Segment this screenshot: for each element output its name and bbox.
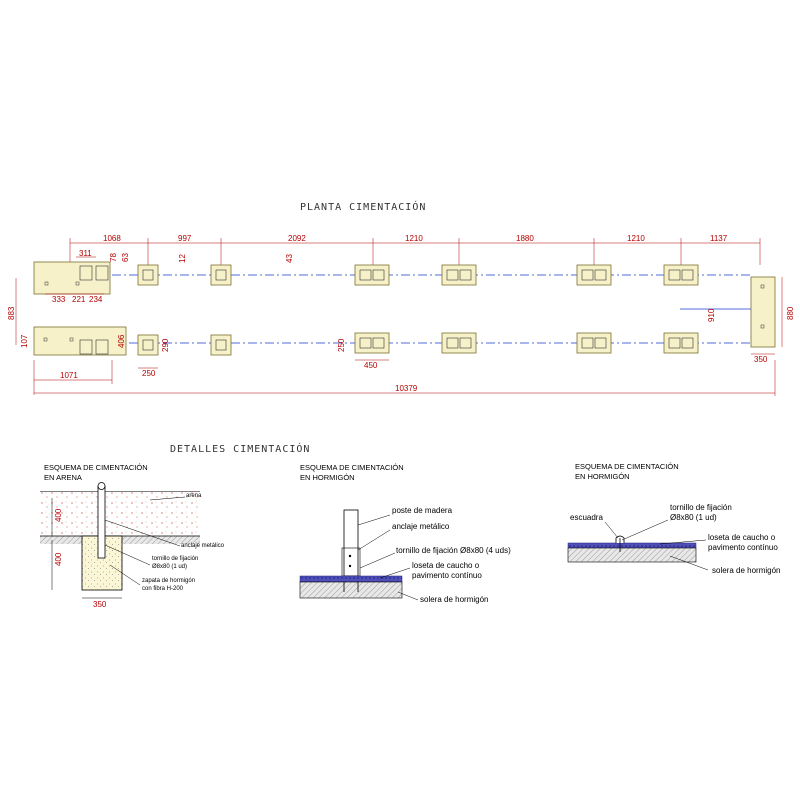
arena-dim-350: 350 bbox=[93, 600, 107, 609]
hormigon1-header-2: EN HORMIGÓN bbox=[300, 473, 355, 482]
dim-406: 406 bbox=[117, 334, 126, 348]
arena-label-zapata-1: zapata de hormigón bbox=[142, 578, 195, 584]
dim-250-b: 250 bbox=[337, 338, 346, 352]
hormigon2-header-1: ESQUEMA DE CIMENTACIÓN bbox=[575, 462, 679, 471]
footing-single-2 bbox=[210, 264, 232, 286]
hormigon2-label-escuadra: escuadra bbox=[570, 513, 603, 522]
dim-350: 350 bbox=[754, 355, 768, 364]
footing-double-1 bbox=[354, 264, 390, 286]
bottom-dimensions: 1071 10379 bbox=[33, 360, 776, 396]
hormigon1-label-loseta-1: loseta de caucho o bbox=[412, 561, 480, 570]
dim-234: 234 bbox=[89, 295, 103, 304]
footing-double-6 bbox=[441, 332, 477, 354]
dim-43: 43 bbox=[285, 254, 294, 263]
arena-label-tornillo-2: Ø8x80 (1 ud) bbox=[152, 564, 187, 570]
footing-double-7 bbox=[576, 332, 612, 354]
hormigon2-label-loseta-2: pavimento contínuo bbox=[708, 543, 778, 552]
footing-double-2 bbox=[441, 264, 477, 286]
arena-label-tornillo-1: tornillo de fijación bbox=[152, 556, 198, 562]
dim-1210-b: 1210 bbox=[627, 234, 645, 243]
hormigon1-label-solera: solera de hormigón bbox=[420, 595, 488, 604]
detail-arena: ESQUEMA DE CIMENTACIÓN EN ARENA 400 400 … bbox=[40, 463, 225, 609]
hormigon2-header-2: EN HORMIGÓN bbox=[575, 472, 630, 481]
dim-880: 880 bbox=[786, 306, 795, 320]
dim-2092: 2092 bbox=[288, 234, 306, 243]
axis-lines bbox=[112, 274, 752, 344]
left-footing-bottom bbox=[33, 326, 127, 356]
hormigon2-label-solera: solera de hormigón bbox=[712, 566, 780, 575]
hormigon1-label-tornillo: tornillo de fijación Ø8x80 (4 uds) bbox=[396, 546, 511, 555]
footing-single-4 bbox=[210, 334, 232, 356]
dim-450: 450 bbox=[364, 361, 378, 370]
plan-title: PLANTA CIMENTACIÓN bbox=[300, 200, 426, 213]
top-dimension-chain: 1068 997 2092 1210 1880 1210 1137 bbox=[69, 234, 761, 265]
dim-883: 883 bbox=[7, 306, 16, 320]
footing-single-1 bbox=[137, 264, 159, 286]
dim-78: 78 bbox=[109, 253, 118, 262]
arena-dim-400-a: 400 bbox=[54, 508, 63, 522]
details-title: DETALLES CIMENTACIÓN bbox=[170, 442, 310, 455]
dim-1210-a: 1210 bbox=[405, 234, 423, 243]
left-footing-top bbox=[33, 261, 111, 295]
arena-header-1: ESQUEMA DE CIMENTACIÓN bbox=[44, 463, 148, 472]
dim-1137: 1137 bbox=[710, 234, 728, 243]
hormigon1-label-loseta-2: pavimento contínuo bbox=[412, 571, 482, 580]
footing-double-3 bbox=[576, 264, 612, 286]
right-footing bbox=[750, 276, 776, 348]
arena-dim-400-b: 400 bbox=[54, 552, 63, 566]
dim-1071: 1071 bbox=[60, 371, 78, 380]
hormigon1-label-anclaje: anclaje metálico bbox=[392, 522, 450, 531]
arena-label-arena: arena bbox=[186, 493, 202, 499]
dim-311: 311 bbox=[79, 249, 92, 258]
arena-label-zapata-2: con fibra H-200 bbox=[142, 586, 184, 592]
hormigon2-label-tornillo-1: tornillo de fijación bbox=[670, 503, 732, 512]
dim-290-left: 290 bbox=[161, 338, 170, 352]
dim-333: 333 bbox=[52, 295, 66, 304]
hormigon2-label-loseta-1: loseta de caucho o bbox=[708, 533, 776, 542]
left-small-dims: 311 78 63 333 221 234 883 107 406 12 43 bbox=[7, 249, 294, 348]
footing-double-8 bbox=[663, 332, 699, 354]
dim-10379: 10379 bbox=[395, 384, 418, 393]
dim-1880: 1880 bbox=[516, 234, 534, 243]
dim-250-a: 250 bbox=[142, 369, 156, 378]
hormigon2-label-tornillo-2: Ø8x80 (1 ud) bbox=[670, 513, 717, 522]
dim-12: 12 bbox=[178, 254, 187, 263]
hormigon1-header-1: ESQUEMA DE CIMENTACIÓN bbox=[300, 463, 404, 472]
arena-label-anclaje: anclaje metálico bbox=[181, 543, 225, 549]
detail-hormigon-escuadra: ESQUEMA DE CIMENTACIÓN EN HORMIGÓN escua… bbox=[567, 462, 780, 575]
dim-997: 997 bbox=[178, 234, 192, 243]
footing-double-5 bbox=[354, 332, 390, 354]
dim-221: 221 bbox=[72, 295, 86, 304]
detail-hormigon-post: ESQUEMA DE CIMENTACIÓN EN HORMIGÓN poste… bbox=[299, 463, 511, 604]
dim-63: 63 bbox=[121, 253, 130, 262]
hormigon1-label-poste: poste de madera bbox=[392, 506, 453, 515]
footing-single-3 bbox=[137, 334, 159, 356]
dim-1068: 1068 bbox=[103, 234, 121, 243]
footing-double-4 bbox=[663, 264, 699, 286]
arena-header-2: EN ARENA bbox=[44, 473, 82, 482]
dim-910: 910 bbox=[707, 308, 716, 322]
dim-107: 107 bbox=[20, 334, 29, 348]
